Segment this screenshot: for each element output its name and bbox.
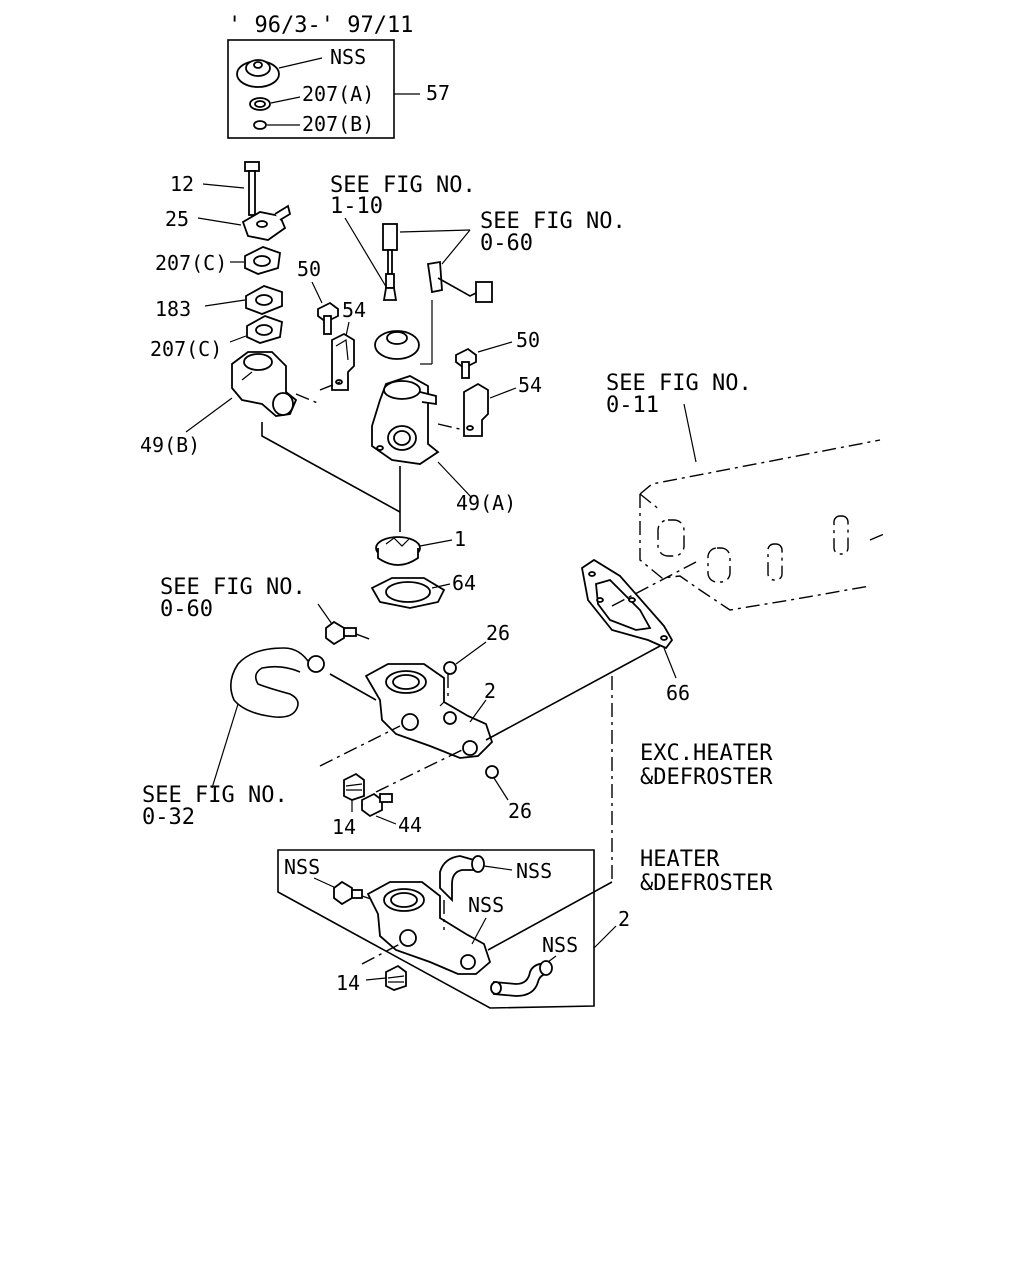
label-nss-b1: NSS: [284, 855, 320, 879]
label-12: 12: [170, 172, 194, 196]
bracket-54-b-icon: [463, 382, 489, 437]
label-14-b: 14: [336, 971, 360, 995]
label-2-a: 2: [484, 679, 496, 703]
plug-14-a-icon: [343, 772, 365, 801]
label-nss-b2: NSS: [516, 859, 552, 883]
see-fig-0-60-a-line2: 0-60: [480, 231, 533, 256]
label-54-a: 54: [342, 298, 366, 322]
label-207b: 207(B): [302, 112, 374, 136]
see-fig-0-11-line1: SEE FIG NO.: [606, 371, 752, 396]
seal-207b-icon: [253, 120, 267, 130]
label-207c-1: 207(C): [155, 251, 227, 275]
heater-line2: &DEFROSTER: [640, 871, 773, 896]
label-49a: 49(A): [456, 491, 516, 515]
hose-0-32-icon: [230, 647, 325, 718]
label-nss-b3: NSS: [468, 893, 504, 917]
bolt-12-icon: [244, 161, 260, 216]
label-50-a: 50: [297, 257, 321, 281]
label-57: 57: [426, 81, 450, 105]
label-66: 66: [666, 681, 690, 705]
label-26-a: 26: [486, 621, 510, 645]
bolt-44-icon: [361, 792, 393, 818]
plate-183-icon: [245, 285, 283, 315]
label-14-a: 14: [332, 815, 356, 839]
housing-49a-icon: [371, 375, 440, 465]
see-fig-0-60-b-line1: SEE FIG NO.: [160, 575, 306, 600]
sensor-0-60-icon: [325, 620, 357, 646]
see-fig-1-10-line1: SEE FIG NO.: [330, 173, 476, 198]
cap-ghost-icon: [374, 330, 420, 360]
bracket-54-a-icon: [331, 332, 355, 391]
label-64: 64: [452, 571, 476, 595]
outlet-25-icon: [241, 204, 292, 241]
see-fig-0-32-line1: SEE FIG NO.: [142, 783, 288, 808]
exc-heater-line2: &DEFROSTER: [640, 765, 773, 790]
water-outlet-heater-icon: [366, 881, 492, 975]
exc-heater-line1: EXC.HEATER: [640, 741, 773, 766]
label-207a: 207(A): [302, 82, 374, 106]
temp-sensor-icon: [382, 223, 398, 301]
washer-26-b-icon: [485, 765, 499, 779]
label-54-b: 54: [518, 373, 542, 397]
label-nss-b4: NSS: [542, 933, 578, 957]
washer-26-a-icon: [443, 661, 457, 675]
engine-block-icon: [639, 439, 885, 611]
see-fig-0-32-line2: 0-32: [142, 805, 195, 830]
gasket-64-icon: [370, 577, 446, 609]
housing-49b-icon: [231, 351, 298, 417]
pipe-nss-icon: [490, 960, 553, 997]
see-fig-0-60-b-line2: 0-60: [160, 597, 213, 622]
gasket-207c-1-icon: [244, 246, 281, 275]
label-nss-top: NSS: [330, 45, 366, 69]
date-range: ' 96/3-' 97/11: [228, 13, 413, 38]
inset-box-57: [227, 39, 395, 139]
label-49b: 49(B): [140, 433, 200, 457]
sensor-nss-icon: [333, 880, 363, 906]
see-fig-0-11-line2: 0-11: [606, 393, 659, 418]
label-44: 44: [398, 813, 422, 837]
inset-box-heater: [277, 849, 595, 1009]
wire-connector-icon: [426, 260, 493, 303]
see-fig-0-60-a-line1: SEE FIG NO.: [480, 209, 626, 234]
label-183: 183: [155, 297, 191, 321]
label-25: 25: [165, 207, 189, 231]
thermostat-1-icon: [375, 536, 421, 566]
label-2-b: 2: [618, 907, 630, 931]
gasket-66-icon: [581, 558, 674, 650]
elbow-nss-icon: [439, 855, 485, 903]
gasket-207c-2-icon: [246, 315, 283, 344]
cap-nss-icon: [236, 59, 280, 88]
see-fig-1-10-line2: 1-10: [330, 194, 383, 219]
plug-14-b-icon: [385, 964, 407, 991]
bolt-50-b-icon: [455, 347, 477, 379]
label-207c-2: 207(C): [150, 337, 222, 361]
heater-line1: HEATER: [640, 847, 720, 872]
label-26-b: 26: [508, 799, 532, 823]
label-1: 1: [454, 527, 466, 551]
water-outlet-2-icon: [364, 663, 494, 759]
bolt-50-a-icon: [317, 301, 339, 335]
label-50-b: 50: [516, 328, 540, 352]
